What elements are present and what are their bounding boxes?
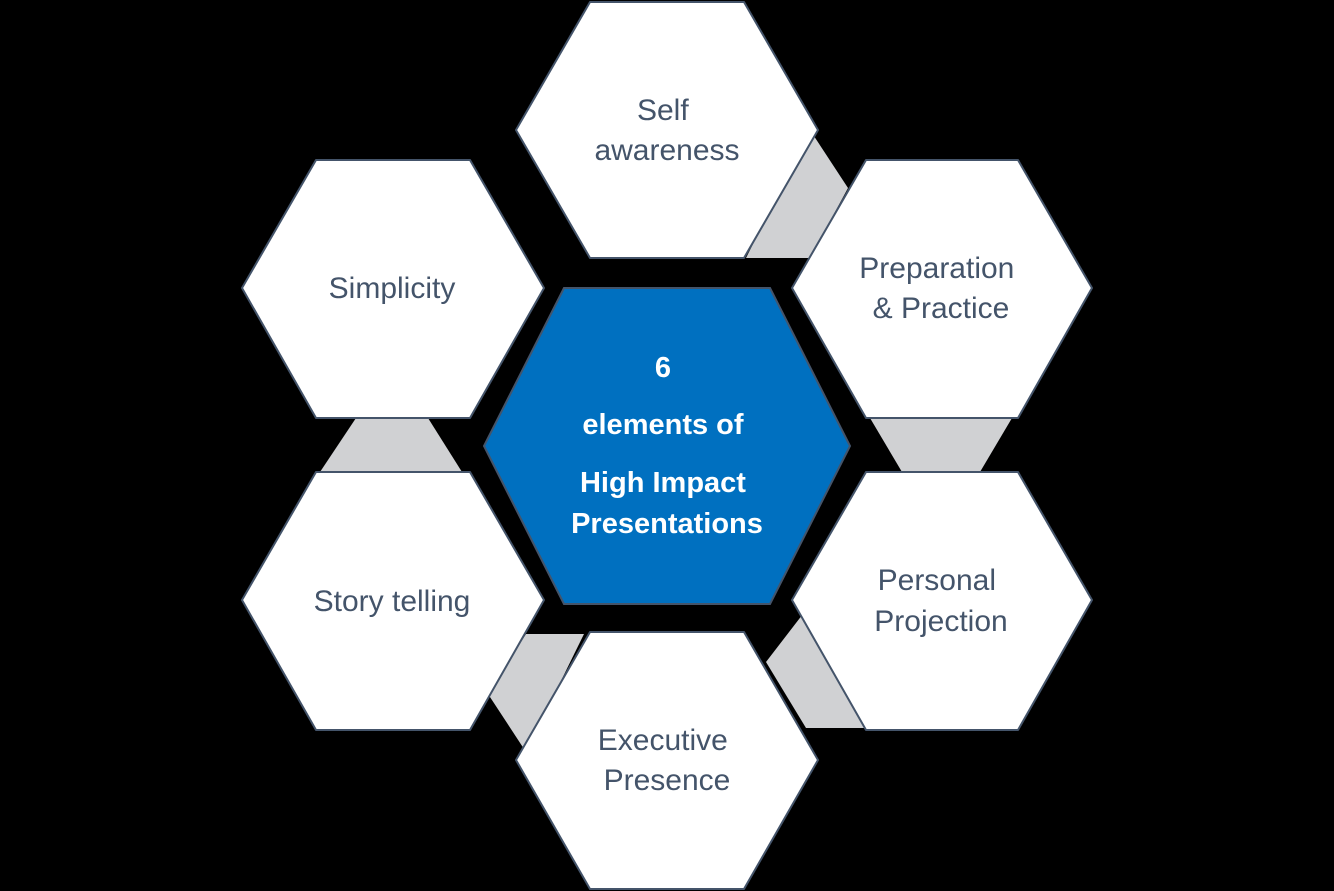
label-personal-projection: Personal Projection	[874, 564, 1007, 638]
label-center-line-4: Presentations	[571, 508, 763, 540]
hexagon-personal-projection	[791, 471, 1093, 731]
label-self-awareness-line-2: awareness	[594, 134, 739, 167]
connector-story-simplicity	[320, 418, 462, 472]
connector-self-awareness-preparation	[746, 130, 848, 258]
label-personal-line-1: Personal	[878, 564, 996, 597]
label-center-line-1: 6	[655, 352, 671, 384]
connector-personal-executive	[766, 610, 868, 728]
labels: Self awareness Preparation & Practice Pe…	[314, 94, 1022, 797]
label-simplicity: Simplicity	[329, 272, 456, 305]
connectors	[320, 130, 1012, 752]
connector-preparation-personal	[870, 418, 1012, 472]
label-center-line-2: elements of	[582, 409, 743, 441]
label-executive-line-1: Executive	[598, 724, 728, 757]
hexagons	[241, 1, 1093, 890]
hexagon-center	[482, 287, 852, 605]
connector-executive-story	[488, 634, 584, 752]
label-preparation-line-2: & Practice	[873, 292, 1010, 325]
label-executive-line-2: Presence	[604, 764, 731, 797]
label-self-awareness-line-1: Self	[637, 94, 689, 127]
label-personal-line-2: Projection	[874, 605, 1007, 638]
hexagon-executive-presence	[515, 631, 819, 890]
hexagon-simplicity	[241, 159, 545, 419]
label-self-awareness: Self awareness	[594, 94, 739, 167]
label-center: 6 elements of High Impact Presentations	[571, 352, 763, 540]
label-story-telling: Story telling	[314, 585, 471, 618]
label-executive-presence: Executive Presence	[598, 724, 736, 797]
hexagon-story-telling	[241, 471, 545, 731]
label-preparation-practice: Preparation & Practice	[859, 252, 1022, 325]
label-simplicity-line-1: Simplicity	[329, 272, 456, 305]
label-preparation-line-1: Preparation	[859, 252, 1014, 285]
label-center-line-3: High Impact	[580, 467, 746, 499]
hexagon-preparation-practice	[791, 159, 1093, 419]
hexagon-self-awareness	[515, 1, 819, 259]
label-story-telling-line-1: Story telling	[314, 585, 471, 618]
